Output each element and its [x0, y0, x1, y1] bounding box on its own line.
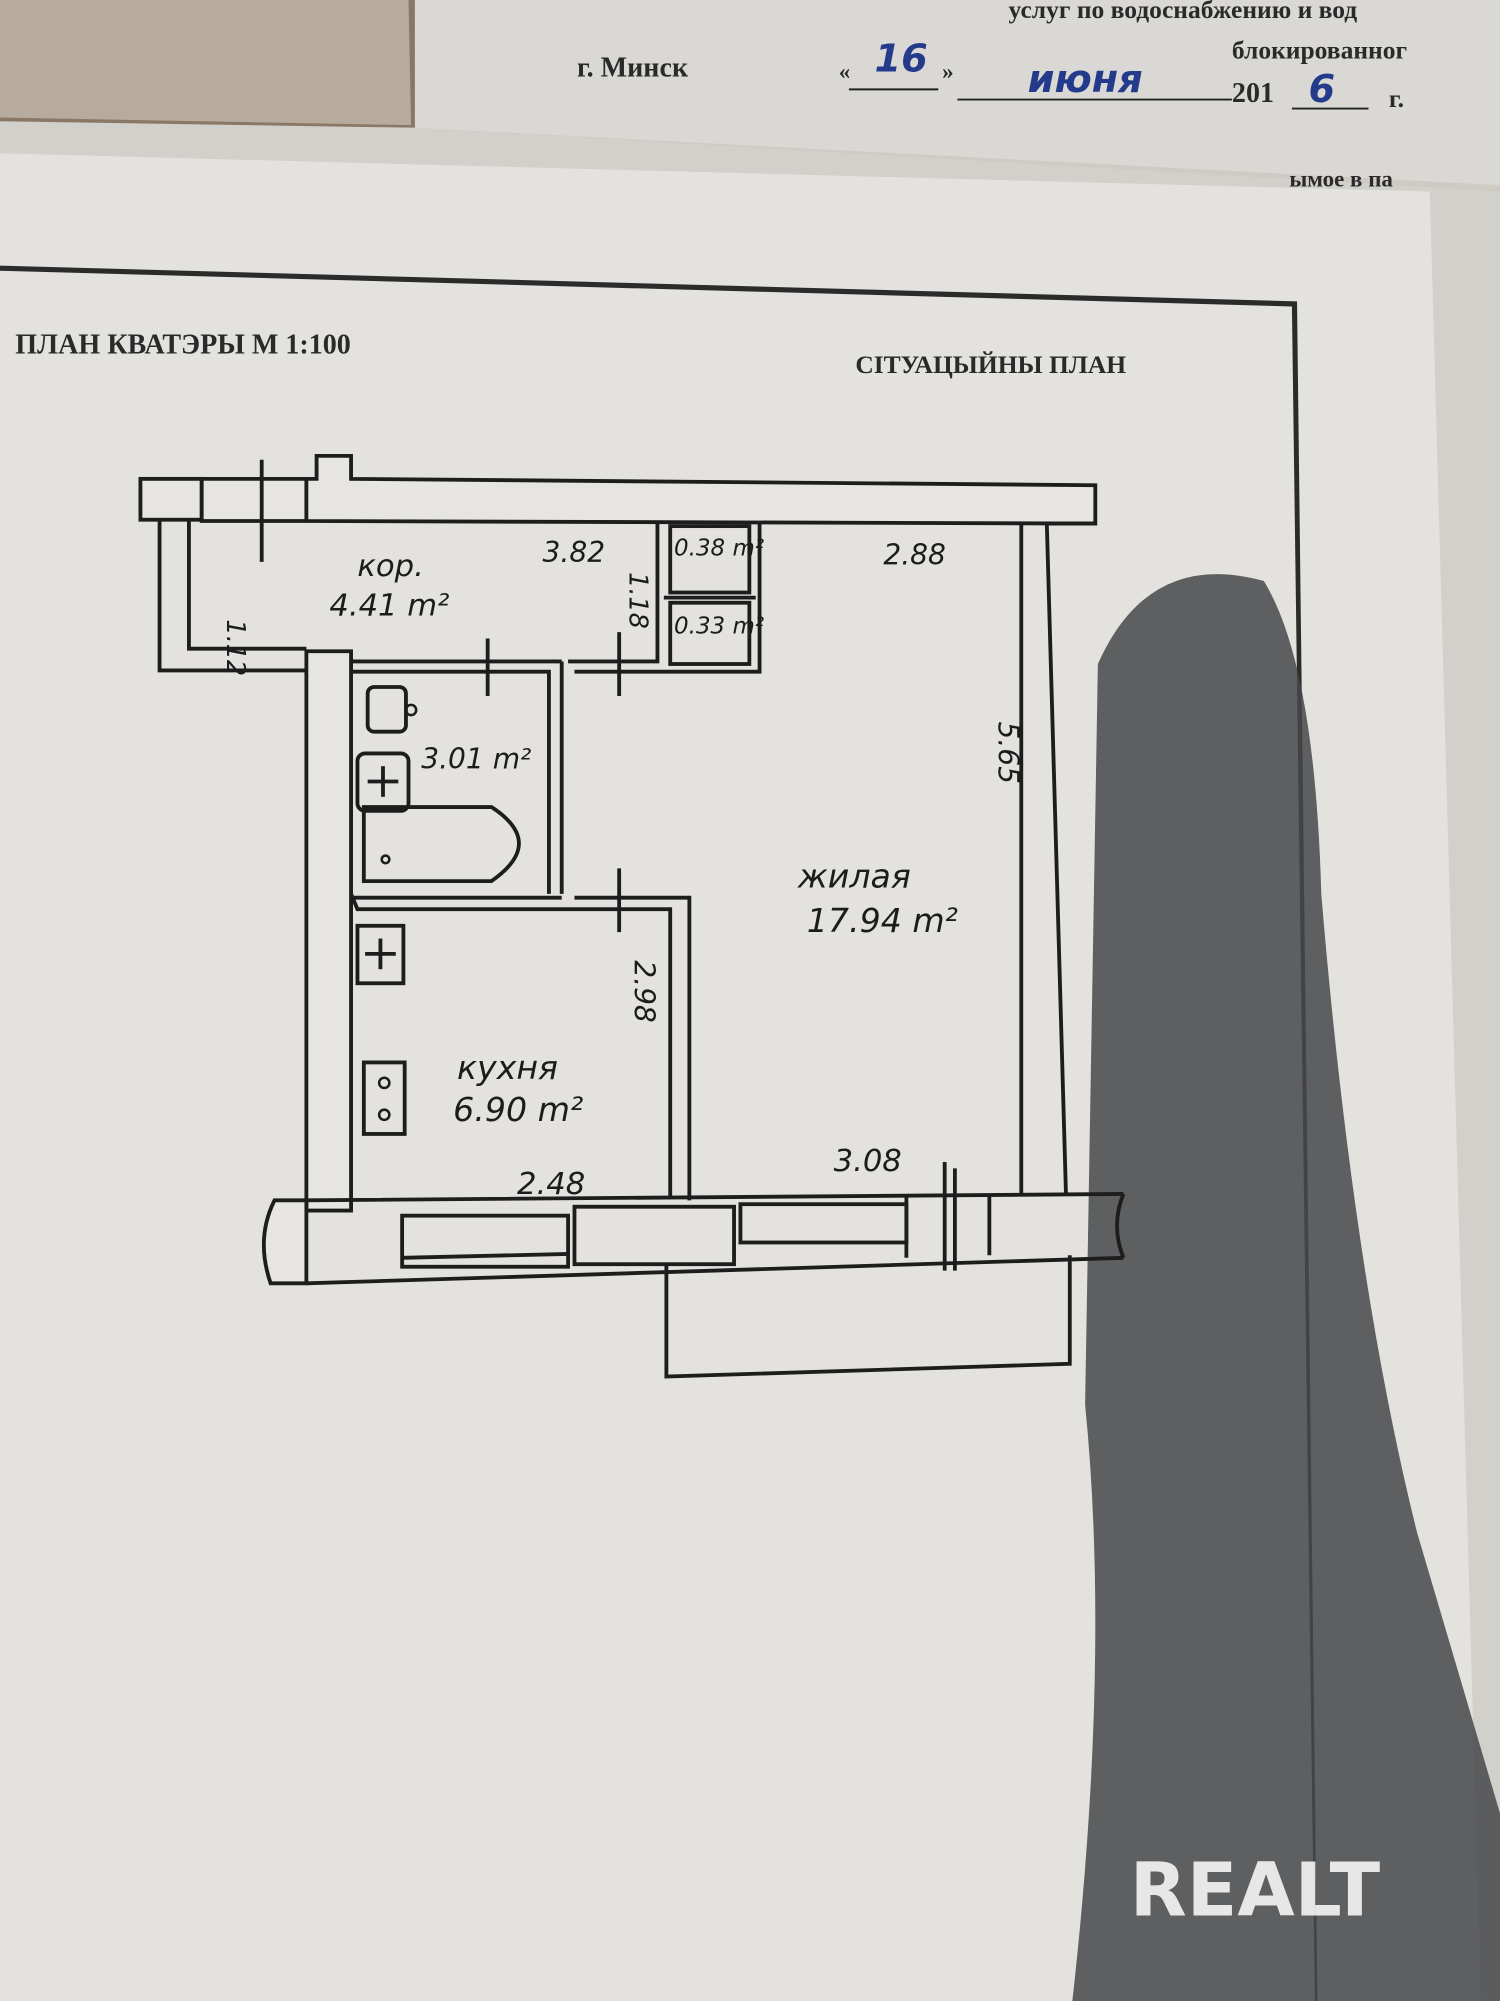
living-room-label: жилая	[797, 856, 911, 895]
floor-plan	[138, 453, 1126, 1379]
doc-month: июня	[1028, 57, 1143, 102]
dim-corridor-width: 3.82	[543, 536, 606, 569]
svg-text:«: «	[839, 59, 850, 84]
bathroom-area: 3.01 m²	[421, 743, 531, 776]
dim-living-bottom: 3.08	[834, 1144, 902, 1179]
plan-title: ПЛАН КВАТЭРЫ М 1:100	[15, 330, 351, 361]
doc-year-prefix: 201	[1232, 78, 1274, 109]
doc-line-3: ымое в па	[1289, 166, 1393, 191]
dim-living-height: 5.65	[991, 721, 1024, 784]
dim-corridor-height: 1.12	[220, 619, 250, 676]
hand-shadow	[1072, 574, 1500, 2001]
kitchen-area: 6.90 m²	[453, 1090, 583, 1129]
closet1-area: 0.38 m²	[674, 535, 764, 561]
closet2-area: 0.33 m²	[674, 613, 764, 639]
doc-city: г. Минск	[577, 53, 689, 84]
kitchen-label: кухня	[457, 1048, 558, 1087]
svg-text:»: »	[942, 59, 953, 84]
doc-line-1: услуг по водоснабжению и вод	[1009, 0, 1358, 24]
corridor-label: кор.	[357, 549, 423, 584]
dim-kitchen-width: 2.48	[517, 1167, 585, 1202]
dim-closet-height: 1.18	[622, 572, 652, 629]
doc-day: 16	[874, 37, 927, 82]
doc-year-abbr: г.	[1389, 84, 1404, 113]
doc-year-suffix: 6	[1309, 67, 1336, 112]
dim-kitchen-height: 2.98	[627, 960, 660, 1023]
upper-document	[414, 0, 1500, 186]
living-room-area: 17.94 m²	[807, 901, 958, 940]
realt-watermark: REALT	[1130, 1847, 1381, 1933]
dim-living-top: 2.88	[883, 538, 946, 571]
doc-line-2: блокированног	[1232, 36, 1407, 65]
corridor-area: 4.41 m²	[329, 588, 449, 623]
situation-plan-title: СІТУАЦЫЙНЫ ПЛАН	[855, 350, 1126, 379]
